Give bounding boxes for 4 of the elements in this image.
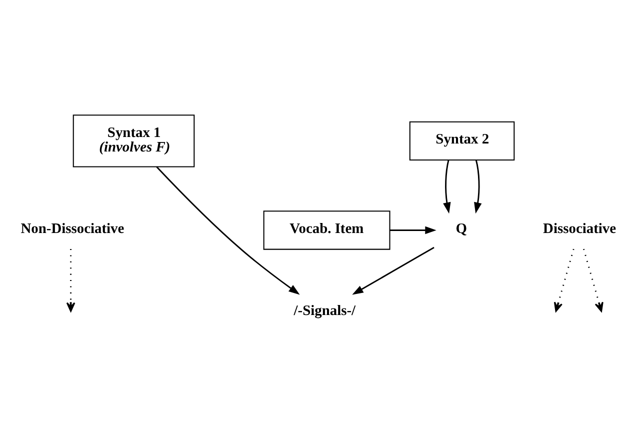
node-text: Dissociative [543, 221, 616, 238]
node-text: Non-Dissociative [20, 221, 124, 238]
node-text: Q [456, 221, 468, 238]
node-text: /-Signals-/ [294, 303, 356, 320]
